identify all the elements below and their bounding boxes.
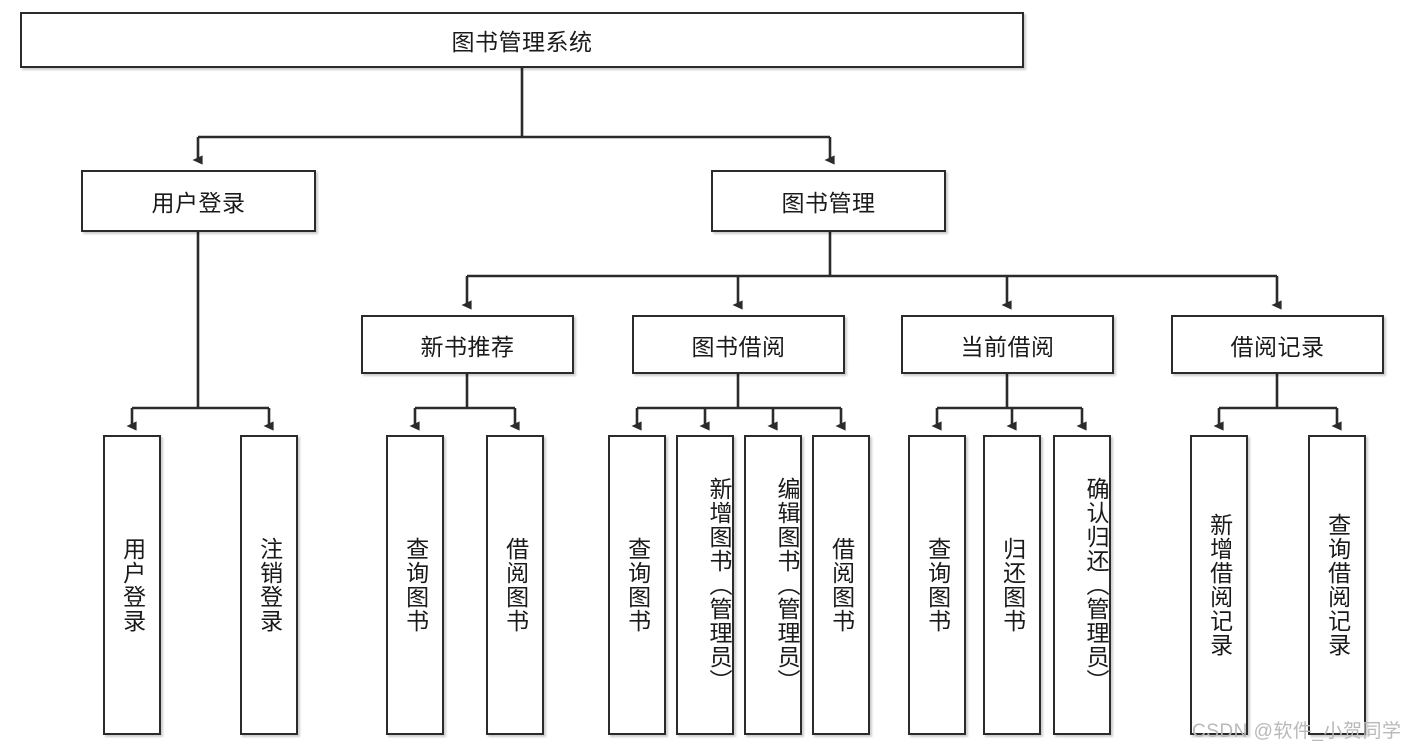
node-leaf-borrow-book-rec-label: 借阅图书 — [502, 537, 529, 633]
node-leaf-query-book-rec[interactable]: 查询图书 — [386, 435, 444, 735]
node-leaf-query-record[interactable]: 查询借阅记录 — [1308, 435, 1366, 735]
node-book-borrow[interactable]: 图书借阅 — [632, 315, 845, 374]
node-leaf-logout-label: 注销登录 — [256, 537, 283, 633]
node-leaf-borrow-book-rec[interactable]: 借阅图书 — [486, 435, 544, 735]
node-leaf-add-book-label: 新增图书（管理员） — [706, 477, 732, 693]
node-leaf-return-book[interactable]: 归还图书 — [983, 435, 1041, 735]
node-leaf-edit-book[interactable]: 编辑图书（管理员） — [744, 435, 802, 735]
node-user-login[interactable]: 用户登录 — [81, 170, 316, 232]
node-leaf-query-book-borrow-label: 查询图书 — [624, 537, 651, 633]
node-leaf-query-book-current[interactable]: 查询图书 — [908, 435, 966, 735]
node-leaf-user-login-label: 用户登录 — [119, 537, 146, 633]
node-leaf-borrow-book[interactable]: 借阅图书 — [812, 435, 870, 735]
node-leaf-confirm-return-label: 确认归还（管理员） — [1083, 477, 1109, 693]
node-leaf-add-record-label: 新增借阅记录 — [1206, 513, 1233, 657]
node-leaf-add-book[interactable]: 新增图书（管理员） — [676, 435, 734, 735]
node-borrow-record-label: 借阅记录 — [1230, 333, 1325, 360]
watermark: CSDN @软件_小贺同学 — [1192, 721, 1402, 742]
node-leaf-query-book-borrow[interactable]: 查询图书 — [608, 435, 666, 735]
node-borrow-record[interactable]: 借阅记录 — [1171, 315, 1384, 374]
node-user-login-label: 用户登录 — [151, 190, 246, 216]
node-leaf-confirm-return[interactable]: 确认归还（管理员） — [1053, 435, 1111, 735]
node-leaf-edit-book-label: 编辑图书（管理员） — [774, 477, 800, 693]
node-leaf-query-book-current-label: 查询图书 — [924, 537, 951, 633]
node-leaf-borrow-book-label: 借阅图书 — [828, 537, 855, 633]
node-current-borrow[interactable]: 当前借阅 — [901, 315, 1114, 374]
node-leaf-query-book-rec-label: 查询图书 — [402, 537, 429, 633]
node-new-book-recommend[interactable]: 新书推荐 — [361, 315, 574, 374]
node-leaf-query-record-label: 查询借阅记录 — [1324, 513, 1351, 657]
node-root[interactable]: 图书管理系统 — [20, 12, 1024, 68]
node-book-management[interactable]: 图书管理 — [711, 170, 946, 232]
node-leaf-add-record[interactable]: 新增借阅记录 — [1190, 435, 1248, 735]
node-new-book-recommend-label: 新书推荐 — [420, 333, 515, 360]
node-leaf-return-book-label: 归还图书 — [999, 537, 1026, 633]
node-leaf-user-login[interactable]: 用户登录 — [103, 435, 161, 735]
node-leaf-logout[interactable]: 注销登录 — [240, 435, 298, 735]
node-book-borrow-label: 图书借阅 — [691, 333, 786, 360]
node-book-management-label: 图书管理 — [781, 190, 876, 216]
node-root-label: 图书管理系统 — [451, 29, 593, 55]
node-current-borrow-label: 当前借阅 — [960, 333, 1055, 360]
